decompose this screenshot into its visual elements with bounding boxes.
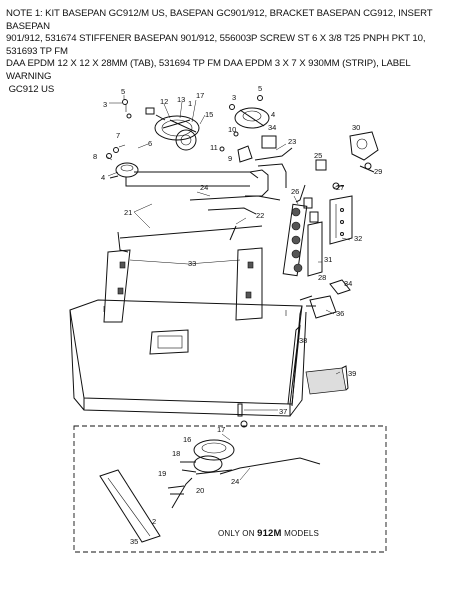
valve-manifold <box>189 131 379 319</box>
control-knob <box>309 295 337 319</box>
callout-38: 38 <box>299 336 307 345</box>
callout-3b: 3 <box>232 93 236 102</box>
model-caption: ONLY ON 912M MODELS <box>218 528 319 539</box>
callout-24b: 24 <box>231 477 239 486</box>
callout-13: 13 <box>177 95 185 104</box>
caption-model: 912M <box>257 528 282 539</box>
callout-4: 4 <box>101 173 105 182</box>
caption-prefix: ONLY ON <box>218 529 258 538</box>
callout-39: 39 <box>348 369 356 378</box>
callout-5: 5 <box>121 87 125 96</box>
igniter-box <box>261 135 277 149</box>
callout-33: 33 <box>188 259 196 268</box>
callout-18: 18 <box>172 449 180 458</box>
callout-15: 15 <box>205 110 213 119</box>
callout-1: 1 <box>188 99 192 108</box>
callout-27: 27 <box>336 183 344 192</box>
callout-8: 8 <box>93 152 97 161</box>
base-pan <box>69 247 349 417</box>
right-burner-assembly <box>219 95 293 188</box>
side-panel <box>99 469 161 543</box>
note-line-3: DAA EPDM 12 X 12 X 28MM (TAB), 531694 TP… <box>6 58 411 82</box>
callout-11: 11 <box>210 143 218 152</box>
parts-note: NOTE 1: KIT BASEPAN GC912/M US, BASEPAN … <box>6 8 458 96</box>
note-line-4: GC912 US <box>6 83 55 95</box>
callout-25: 25 <box>314 151 322 160</box>
callout-28: 28 <box>318 273 326 282</box>
callout-36: 36 <box>336 309 344 318</box>
callout-17b: 17 <box>217 425 225 434</box>
callout-19: 19 <box>158 469 166 478</box>
callout-2b: 2 <box>152 517 156 526</box>
leader-lines <box>105 95 351 481</box>
callout-6: 6 <box>148 139 152 148</box>
valve-bracket <box>329 195 353 245</box>
note-line-2: 901/912, 531674 STIFFENER BASEPAN 901/91… <box>6 33 426 57</box>
callout-12: 12 <box>160 97 168 106</box>
callout-34: 34 <box>344 279 352 288</box>
burner-ring <box>154 115 200 141</box>
basepan-bracket-right <box>235 247 263 321</box>
callout-20: 20 <box>196 486 204 495</box>
callout-35: 35 <box>130 537 138 546</box>
basepan-bracket-left <box>103 249 131 323</box>
small-burner <box>115 162 139 178</box>
callout-16: 16 <box>183 435 191 444</box>
912m-inset <box>73 420 387 553</box>
callout-26: 26 <box>291 187 299 196</box>
callout-29: 29 <box>374 167 382 176</box>
callout-37: 37 <box>279 407 287 416</box>
callout-23: 23 <box>288 137 296 146</box>
burner-cup <box>175 129 197 151</box>
callout-17: 17 <box>196 91 204 100</box>
callout-3: 3 <box>103 100 107 109</box>
callout-10: 10 <box>228 125 236 134</box>
callout-30: 30 <box>352 123 360 132</box>
warning-label-box <box>305 367 347 395</box>
callout-22: 22 <box>256 211 264 220</box>
callout-7: 7 <box>116 131 120 140</box>
basepan-insert <box>149 329 189 355</box>
callout-9: 9 <box>228 154 232 163</box>
callout-32: 32 <box>354 234 362 243</box>
caption-suffix: MODELS <box>281 529 320 538</box>
callout-34b: 34 <box>268 123 276 132</box>
regulator <box>349 131 379 161</box>
callout-4b: 4 <box>271 110 275 119</box>
callout-numbers: 5 3 12 13 17 1 15 5 3 4 34 7 6 8 4 10 11… <box>93 84 382 546</box>
callout-21: 21 <box>124 208 132 217</box>
left-burner-assembly <box>106 99 269 253</box>
note-line-1: NOTE 1: KIT BASEPAN GC912/M US, BASEPAN … <box>6 8 433 32</box>
callout-31: 31 <box>324 255 332 264</box>
callout-5b: 5 <box>258 84 262 93</box>
callout-24: 24 <box>200 183 208 192</box>
